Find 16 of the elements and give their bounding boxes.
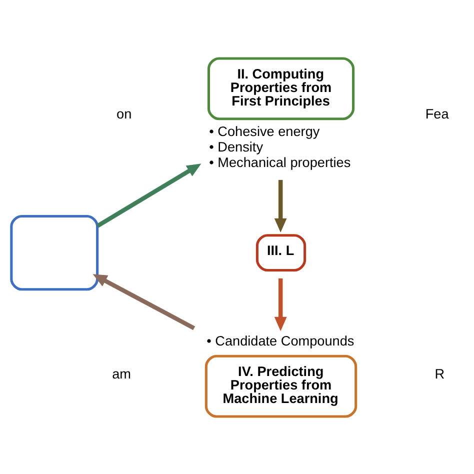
node-label: • Cohesive energy <box>209 124 320 139</box>
node-box: II. Computing Properties from First Principles <box>207 56 355 120</box>
node-label: • Mechanical properties <box>209 154 351 170</box>
arrow <box>274 179 287 232</box>
arrow <box>274 278 287 331</box>
node-label: • Density <box>209 138 264 154</box>
label: R <box>434 366 445 382</box>
node-label: • Candidate Compounds <box>206 332 354 348</box>
node-box: IV. Predicting Properties from Machine Learning <box>204 354 358 418</box>
arrow <box>96 163 202 228</box>
node-box <box>10 214 99 290</box>
label: Fea <box>425 106 449 121</box>
label: on <box>116 106 132 121</box>
arrow <box>92 274 196 330</box>
node-box: III. L <box>256 234 306 272</box>
label: am <box>112 366 131 382</box>
